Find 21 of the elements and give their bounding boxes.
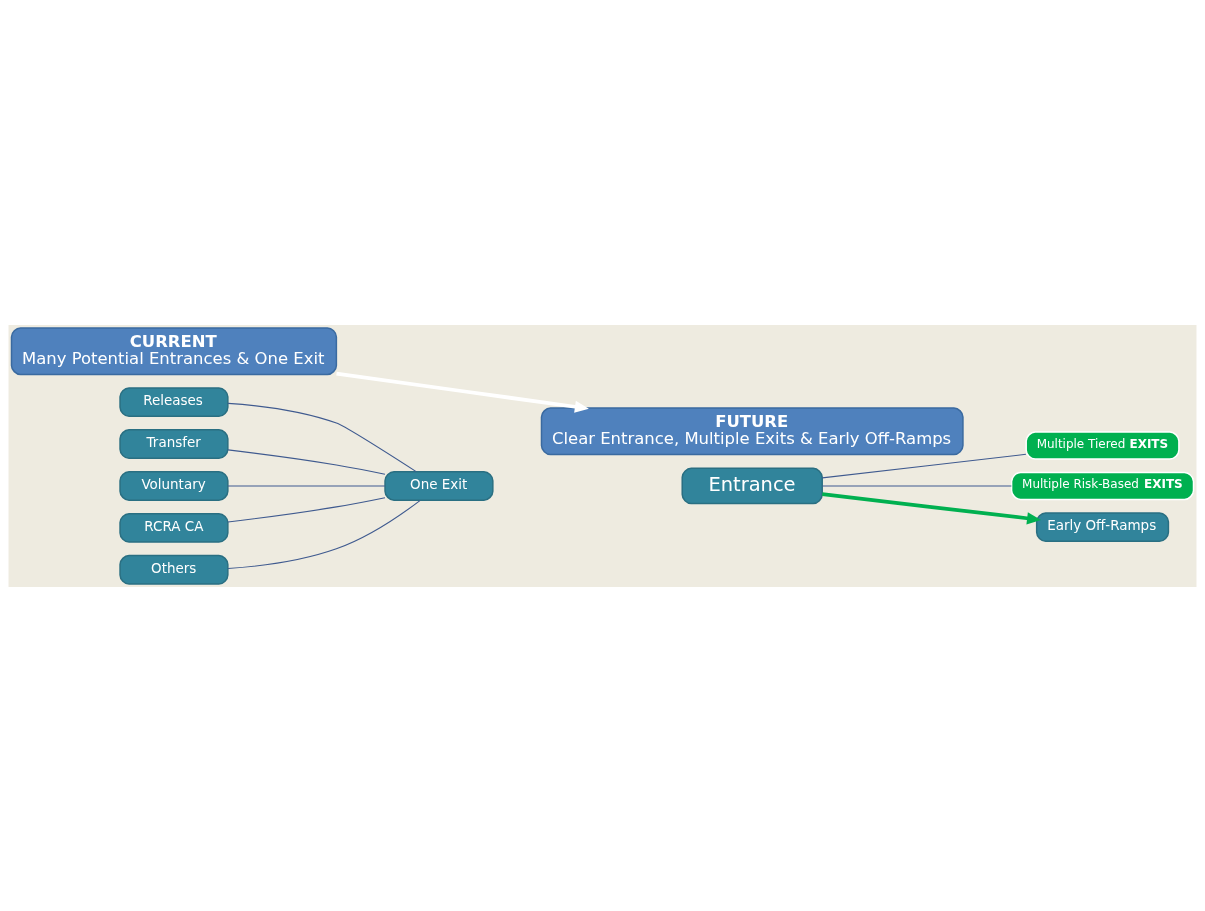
connector <box>227 484 386 486</box>
arrow <box>822 491 1042 524</box>
node-box: FUTURE Clear Entrance, Multiple Exits & Early Off-Ramps <box>540 406 964 455</box>
connector <box>227 496 386 522</box>
node-box: Early Off-Ramps <box>1035 511 1170 542</box>
node-box: RCRA CA <box>119 512 229 543</box>
node-box: Transfer <box>119 428 229 459</box>
node-box: Multiple Risk-Based EXITS <box>1010 471 1195 500</box>
connector <box>227 499 421 569</box>
arrow <box>336 371 589 413</box>
connector <box>821 453 1027 478</box>
node-box: Releases <box>119 386 229 417</box>
node-box: Voluntary <box>119 470 229 501</box>
node-box: Entrance <box>681 467 823 504</box>
connector <box>227 448 386 475</box>
connector <box>821 484 1012 486</box>
node-box: CURRENT Many Potential Entrances & One Exit <box>10 326 338 375</box>
node-box: Multiple Tiered EXITS <box>1025 430 1180 460</box>
connector <box>227 402 417 472</box>
node-box: Others <box>119 554 229 585</box>
node-box: One Exit <box>384 470 494 501</box>
